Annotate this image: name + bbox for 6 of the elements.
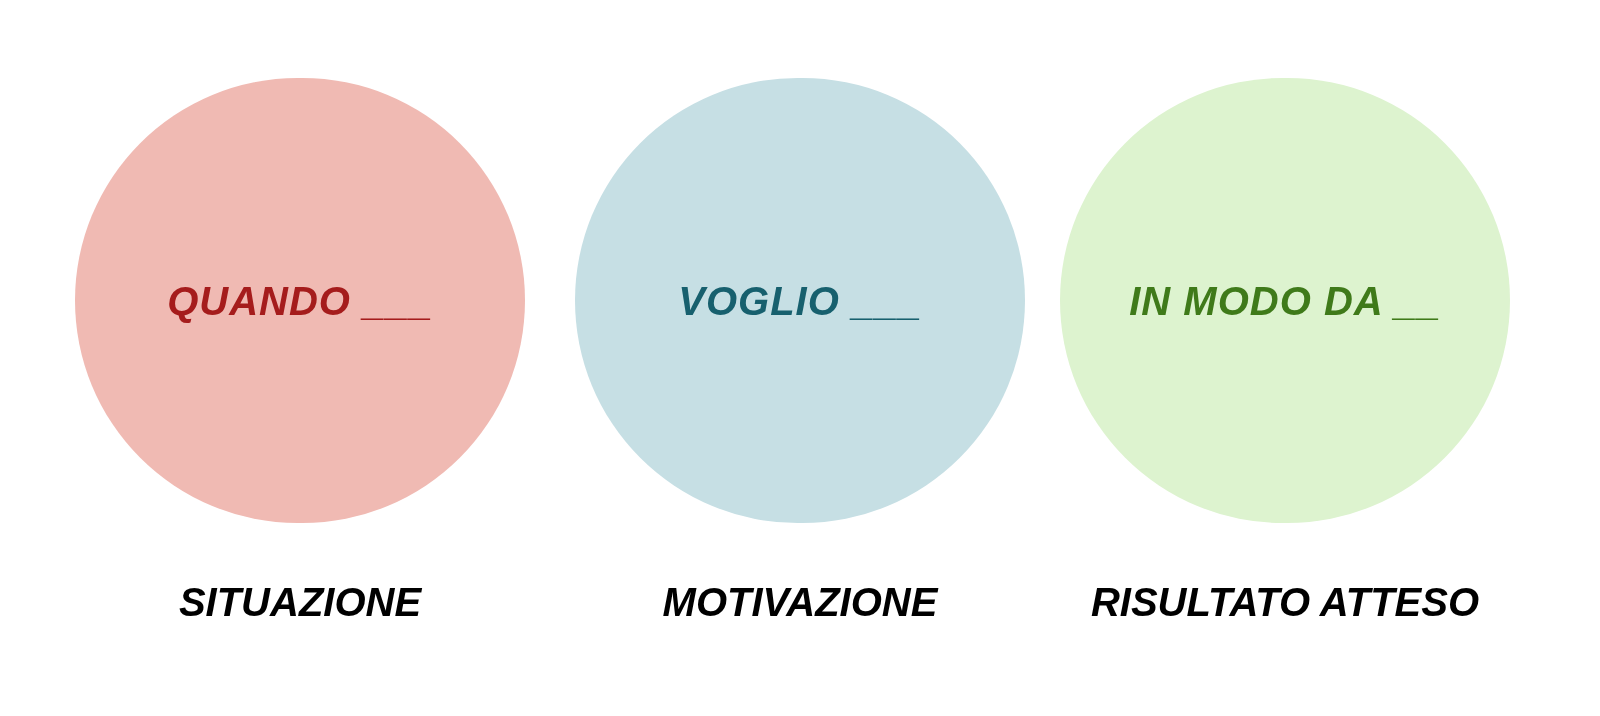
node-label: MOTIVAZIONE	[661, 579, 940, 626]
prompt-text: IN MODO DA __	[1129, 277, 1441, 325]
node-label: RISULTATO ATTESO	[1089, 579, 1481, 626]
prompt-text: QUANDO ___	[167, 277, 433, 325]
prompt-text: VOGLIO ___	[678, 277, 922, 325]
node-label: SITUAZIONE	[177, 579, 423, 626]
